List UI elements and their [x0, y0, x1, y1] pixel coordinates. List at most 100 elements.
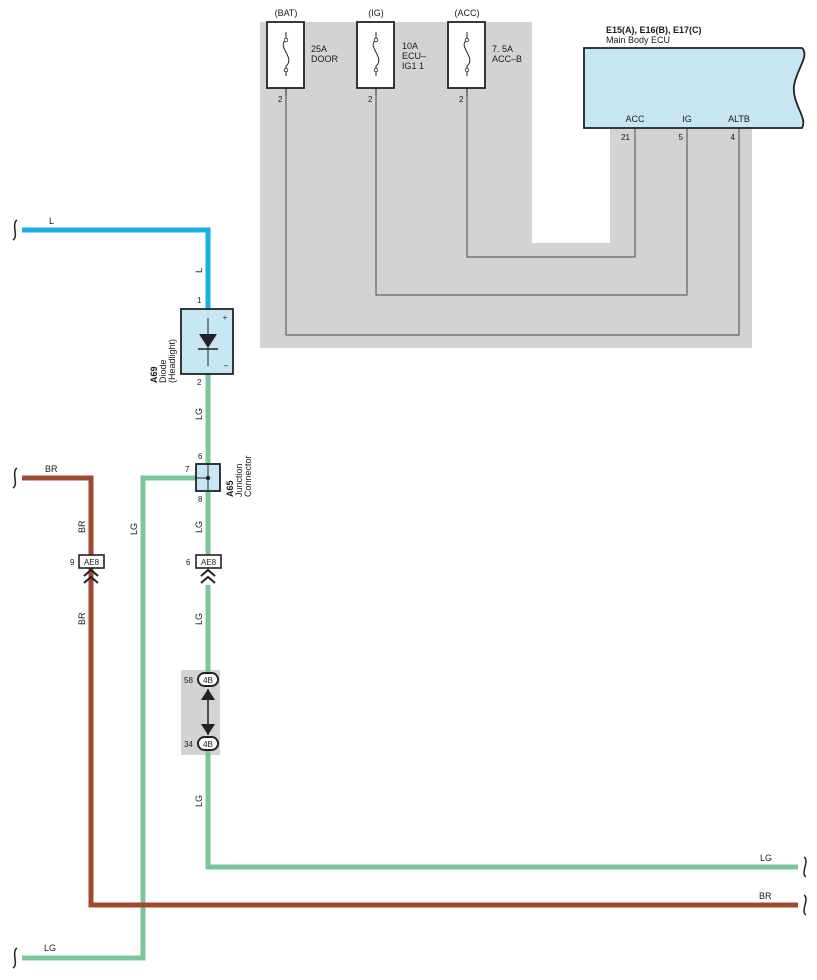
- ecu-pin-ig: 5: [679, 133, 684, 142]
- fuse-bat-box: [266, 21, 305, 89]
- connector-4b-bottom: 4B 34: [184, 724, 219, 751]
- fuse-acc-dot-bottom: [464, 67, 470, 73]
- ecu-pin-altb: 4: [731, 133, 736, 142]
- ae8-right-box: [195, 554, 222, 569]
- diode-name-1: Diode: [158, 359, 168, 383]
- acc-to-acc-line: [466, 96, 636, 258]
- label-lg-left-vert: LG: [129, 523, 139, 535]
- ecu-box: [583, 47, 806, 129]
- junction-code: A65: [225, 480, 235, 497]
- diode-pin-bottom: 2: [197, 378, 202, 387]
- c4b-bottom-box: [197, 736, 219, 751]
- thick-wires: [22, 227, 798, 961]
- fuse-ig-dot-bottom: [373, 67, 379, 73]
- c4b-top-pin: 58: [184, 676, 193, 685]
- c4b-bottom-label: 4B: [203, 740, 213, 749]
- ecu-terminal-acc: ACC: [625, 114, 645, 124]
- diode-plus: +: [223, 313, 228, 322]
- ecu-terminal-altb: ALTB: [728, 114, 750, 124]
- label-br-vert2: BR: [77, 612, 87, 625]
- ae8-left-pin: 9: [70, 558, 75, 567]
- junction-pin-top: 6: [198, 452, 203, 461]
- c4b-top-label: 4B: [203, 676, 213, 685]
- fuse-bat-source: (BAT): [275, 8, 298, 18]
- ecu-terminal-ig: IG: [682, 114, 692, 124]
- break-br-right: [803, 894, 807, 916]
- bat-to-altb-line: [285, 96, 740, 336]
- diode-symbol-icon: [199, 334, 217, 348]
- fuse-ig: (IG) 10A ECU– IG1 1 2: [356, 8, 426, 104]
- label-lg-mid: LG: [194, 613, 204, 625]
- fuse-acc-rating: 7. 5A: [492, 44, 513, 54]
- fuse-ig-name-2: IG1 1: [402, 61, 424, 71]
- ae8-right-pin: 6: [186, 558, 191, 567]
- fuse-ig-rating: 10A: [402, 41, 418, 51]
- junction-a65: 6 7 8 A65 Junction Connector: [185, 452, 253, 504]
- fuse-bat-rating: 25A: [311, 44, 327, 54]
- junction-name-2: Connector: [243, 455, 253, 497]
- junction-pin-bottom: 8: [198, 495, 203, 504]
- ae8-right-label: AE8: [201, 558, 217, 567]
- fuse-ig-source: (IG): [368, 8, 384, 18]
- fuse-ig-name-1: ECU–: [402, 51, 426, 61]
- label-lg-junction: LG: [194, 521, 204, 533]
- label-lg-bottom-left: LG: [44, 943, 56, 953]
- wire-br: [22, 475, 798, 908]
- label-lg-lower: LG: [194, 795, 204, 807]
- fuse-acc-pin: 2: [459, 95, 464, 104]
- connector-4b-top: 4B 58: [184, 672, 219, 700]
- c4b-top-box: [197, 672, 219, 687]
- c4b-top-arrow-icon: [201, 689, 215, 700]
- ecu-name: Main Body ECU: [606, 35, 670, 45]
- label-br-top: BR: [45, 464, 58, 474]
- fuse-acc: (ACC) 7. 5A ACC–B 2: [447, 8, 522, 104]
- label-lg-right-end: LG: [760, 853, 772, 863]
- break-br-left: [12, 467, 18, 489]
- junction-pin-left: 7: [185, 465, 190, 474]
- ae8-left-chevron-icon: [83, 568, 99, 584]
- fuse-ig-dot-top: [373, 37, 379, 43]
- label-br-right-end: BR: [759, 891, 772, 901]
- ae8-left-label: AE8: [84, 558, 100, 567]
- fuse-ig-box: [356, 21, 395, 89]
- fuse-bat-dot-top: [283, 37, 289, 43]
- fuse-ig-pin: 2: [368, 95, 373, 104]
- fuse-acc-source: (ACC): [455, 8, 480, 18]
- label-br-vert1: BR: [77, 520, 87, 533]
- connector-ae8-right: AE8 6: [186, 554, 222, 584]
- diode-pin-top: 1: [197, 296, 202, 305]
- diode-a69: + – 1 2 A69 Diode (Headlight): [149, 296, 234, 387]
- ecu-signal-lines: [285, 96, 740, 336]
- diode-name-2: (Headlight): [167, 339, 177, 383]
- label-lg-diode: LG: [194, 408, 204, 420]
- label-l-vert: L: [194, 268, 204, 273]
- fuse-bat-pin: 2: [278, 95, 283, 104]
- connector-ae8-left: AE8 9: [70, 554, 105, 584]
- diode-minus: –: [224, 361, 229, 370]
- wire-lg-junction-left: [22, 475, 196, 961]
- break-lg-right: [803, 856, 807, 878]
- label-l-top: L: [49, 216, 54, 226]
- main-body-ecu: E15(A), E16(B), E17(C) Main Body ECU ACC…: [583, 25, 806, 142]
- junction-name-1: Junction: [234, 463, 244, 497]
- diode-code: A69: [149, 366, 159, 383]
- wire-labels: L L LG LG LG LG LG LG LG BR BR BR BR: [44, 216, 772, 953]
- ae8-left-box: [78, 554, 105, 569]
- fuse-acc-box: [447, 21, 486, 89]
- diode-box: [180, 308, 234, 375]
- c4b-bottom-pin: 34: [184, 740, 193, 749]
- break-l-left: [12, 219, 18, 241]
- wire-l: [22, 227, 211, 310]
- fuse-bat-name-1: DOOR: [311, 54, 339, 64]
- c4b-bottom-arrow-icon: [201, 724, 215, 735]
- ig-to-ig-line: [375, 96, 688, 296]
- fuse-acc-dot-top: [464, 37, 470, 43]
- fuse-bat: (BAT) 25A DOOR 2: [266, 8, 339, 104]
- wire-lg-4b-to-right: [205, 750, 798, 870]
- ecu-pin-acc: 21: [621, 133, 630, 142]
- fuse-acc-name-1: ACC–B: [492, 54, 522, 64]
- ecu-codes: E15(A), E16(B), E17(C): [606, 25, 702, 35]
- wire-breaks: [12, 219, 807, 969]
